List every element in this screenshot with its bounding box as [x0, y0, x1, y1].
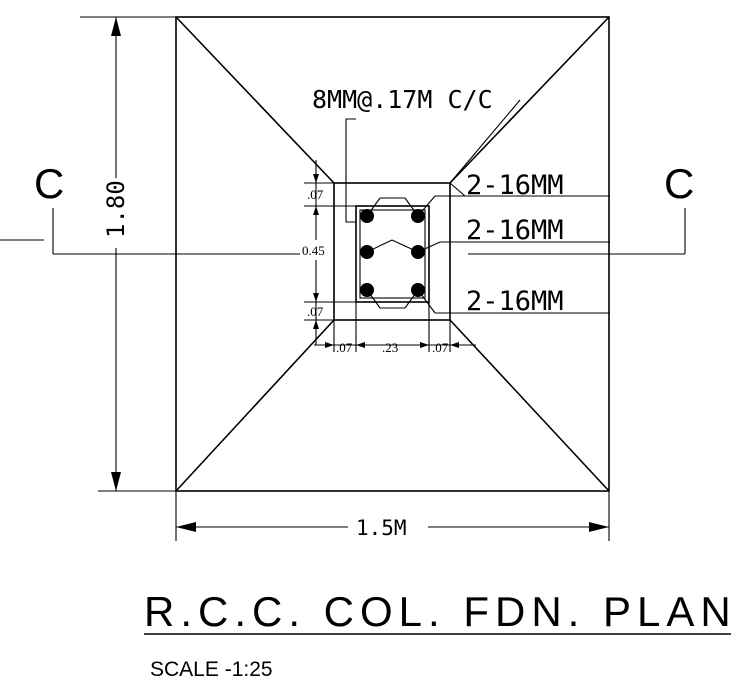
- dim-column-depth: 0.45: [302, 243, 325, 258]
- bars-bottom-label: 2-16MM: [466, 286, 564, 317]
- slope-lines: [175, 16, 610, 492]
- section-marker-right: C: [664, 160, 694, 207]
- rebar-dot: [360, 209, 374, 223]
- pedestal-outline: [333, 182, 451, 321]
- stirrup-note: 8MM@.17M C/C: [312, 85, 493, 114]
- bars-top-label: 2-16MM: [466, 170, 564, 201]
- dim-left-offset: .07: [336, 340, 353, 355]
- bars-mid-label: 2-16MM: [466, 215, 564, 246]
- drawing-title: R.C.C. COL. FDN. PLAN: [144, 588, 731, 635]
- dim-bottom-offset: .07: [307, 304, 324, 319]
- rebar-dot: [360, 245, 374, 259]
- bar-leaders: [417, 182, 610, 314]
- stirrup-outline: [359, 209, 426, 299]
- rebar-dots: [360, 209, 425, 297]
- drawing-scale: SCALE -1:25: [150, 658, 273, 681]
- rebar-dot: [360, 283, 374, 297]
- height-dimension-label: 1.80: [102, 180, 130, 238]
- stirrup-leader: [345, 99, 521, 223]
- small-vertical-dims: [300, 160, 356, 345]
- width-dimension: [175, 491, 610, 542]
- width-dimension-label: 1.5M: [356, 516, 407, 540]
- dim-right-offset: .07: [432, 340, 449, 355]
- height-dimension: [80, 16, 176, 492]
- column-outline: [355, 205, 430, 303]
- dim-column-width: .23: [382, 340, 398, 355]
- section-line: [0, 208, 686, 255]
- tie-lines: [366, 197, 419, 309]
- section-marker-left: C: [34, 160, 64, 207]
- small-horizontal-dims: [314, 302, 476, 352]
- dim-top-offset: .07: [307, 187, 324, 202]
